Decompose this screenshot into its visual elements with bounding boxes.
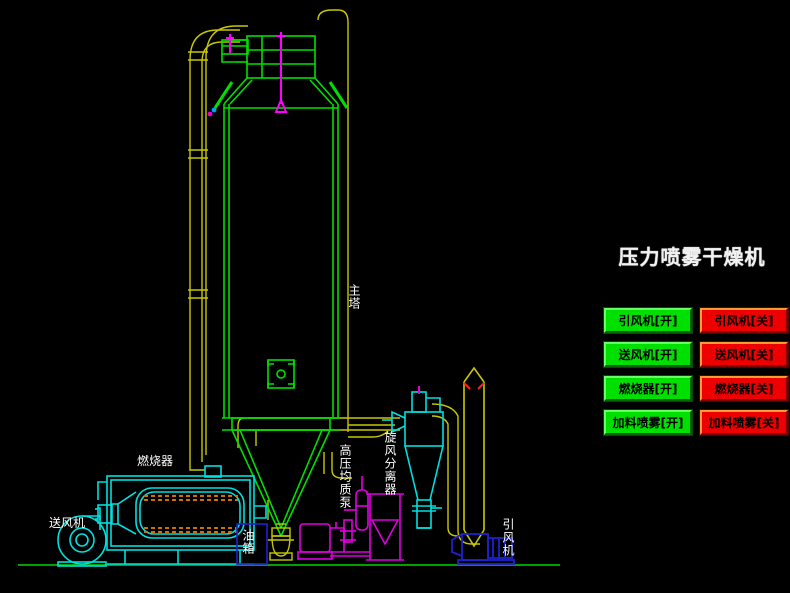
hot-air-duct-system <box>188 9 480 545</box>
blower-duct <box>97 481 107 500</box>
label-cyclone-separator: 旋风分离器 <box>383 431 397 496</box>
atomizer-feed-valve <box>226 34 234 54</box>
burner-off-button[interactable]: 燃烧器[关] <box>700 376 788 401</box>
label-oil-tank: 油箱 <box>241 529 255 555</box>
feed-spray-off-button[interactable]: 加料喷雾[关] <box>700 410 788 435</box>
stack-damper-arrows <box>463 382 485 390</box>
tower-top-nozzle-arms <box>213 81 349 109</box>
blower-fan-on-button[interactable]: 送风机[开] <box>604 342 692 367</box>
nozzle-tip-left <box>207 107 217 117</box>
induced-draft-fan <box>451 533 515 565</box>
supply-blower-fan <box>57 507 107 567</box>
exhaust-stack <box>463 366 485 548</box>
label-induced-draft-fan: 引风机 <box>501 518 515 557</box>
atomizer-lance <box>274 32 288 113</box>
feed-spray-on-button[interactable]: 加料喷雾[开] <box>604 410 692 435</box>
label-high-pressure-pump: 高压均质泵 <box>338 444 352 509</box>
induced-draft-fan-on-button[interactable]: 引风机[开] <box>604 308 692 333</box>
label-burner: 燃烧器 <box>137 454 174 468</box>
blower-fan-off-button[interactable]: 送风机[关] <box>700 342 788 367</box>
cyclone-separator <box>382 391 444 529</box>
label-main-tower: 主塔 <box>347 284 361 310</box>
panel-title: 压力喷雾干燥机 <box>618 245 766 269</box>
label-blower-fan: 送风机 <box>49 516 86 530</box>
product-discharge-valve <box>268 523 294 561</box>
burner-on-button[interactable]: 燃烧器[开] <box>604 376 692 401</box>
burner-boiler-unit <box>95 465 267 565</box>
control-panel: 压力喷雾干燥机 引风机[开] 引风机[关] 送风机[开] 送风机[关] 燃烧器[开] 燃烧… <box>596 244 788 444</box>
control-button-grid: 引风机[开] 引风机[关] 送风机[开] 送风机[关] 燃烧器[开] 燃烧器[关] 加料喷雾… <box>604 308 788 435</box>
high-pressure-homogenizer-pump <box>297 476 404 561</box>
induced-draft-fan-off-button[interactable]: 引风机[关] <box>700 308 788 333</box>
boiler-flame-tubes <box>144 495 238 533</box>
oil-tank <box>236 523 268 565</box>
